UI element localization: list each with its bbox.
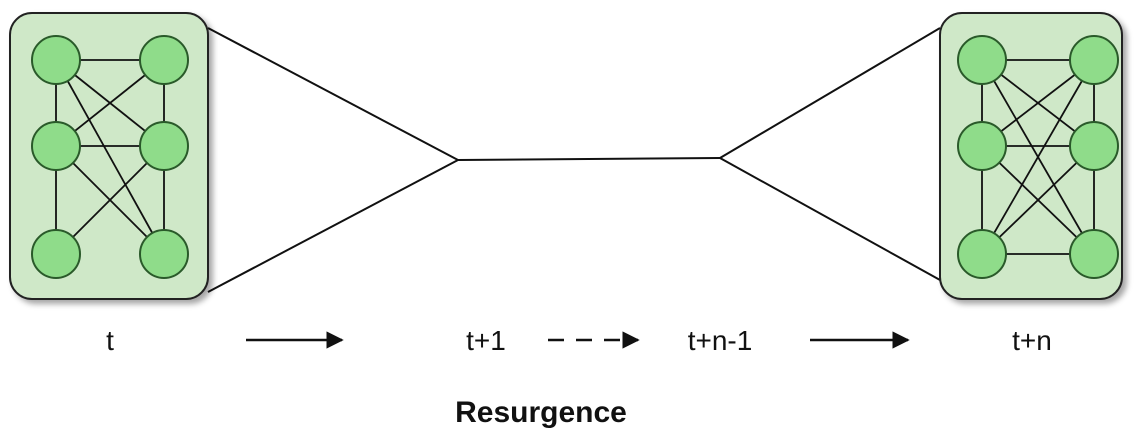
network-edge	[981, 145, 1095, 255]
time-label-t: t	[106, 325, 114, 356]
network-node	[139, 35, 189, 85]
network-node	[31, 35, 81, 85]
network-panel-t-plus-n	[939, 12, 1123, 300]
left-funnel-top-line	[207, 27, 459, 161]
left-funnel-bottom-line	[207, 159, 459, 293]
time-label-t-plus-n: t+n	[1012, 325, 1052, 356]
network-edge	[55, 59, 165, 255]
network-node	[957, 121, 1007, 171]
diagram-caption: Resurgence	[455, 396, 627, 429]
funnel-lines	[207, 27, 941, 293]
network-panel-t	[9, 12, 209, 300]
network-nodes	[957, 35, 1119, 279]
network-node	[31, 121, 81, 171]
network-node	[1069, 229, 1119, 279]
network-node	[1069, 121, 1119, 171]
network-node	[957, 229, 1007, 279]
right-funnel-top-line	[719, 27, 941, 159]
time-label-t-plus-1: t+1	[466, 325, 506, 356]
collapse-line	[457, 157, 721, 161]
network-nodes	[31, 35, 189, 279]
network-node	[31, 229, 81, 279]
network-node	[139, 229, 189, 279]
right-funnel-bottom-line	[719, 157, 941, 281]
network-node	[139, 121, 189, 171]
network-edge	[981, 59, 1095, 255]
time-label-t-plus-n-minus-1: t+n-1	[688, 325, 753, 356]
network-node	[957, 35, 1007, 85]
network-edge	[55, 145, 165, 255]
network-node	[1069, 35, 1119, 85]
